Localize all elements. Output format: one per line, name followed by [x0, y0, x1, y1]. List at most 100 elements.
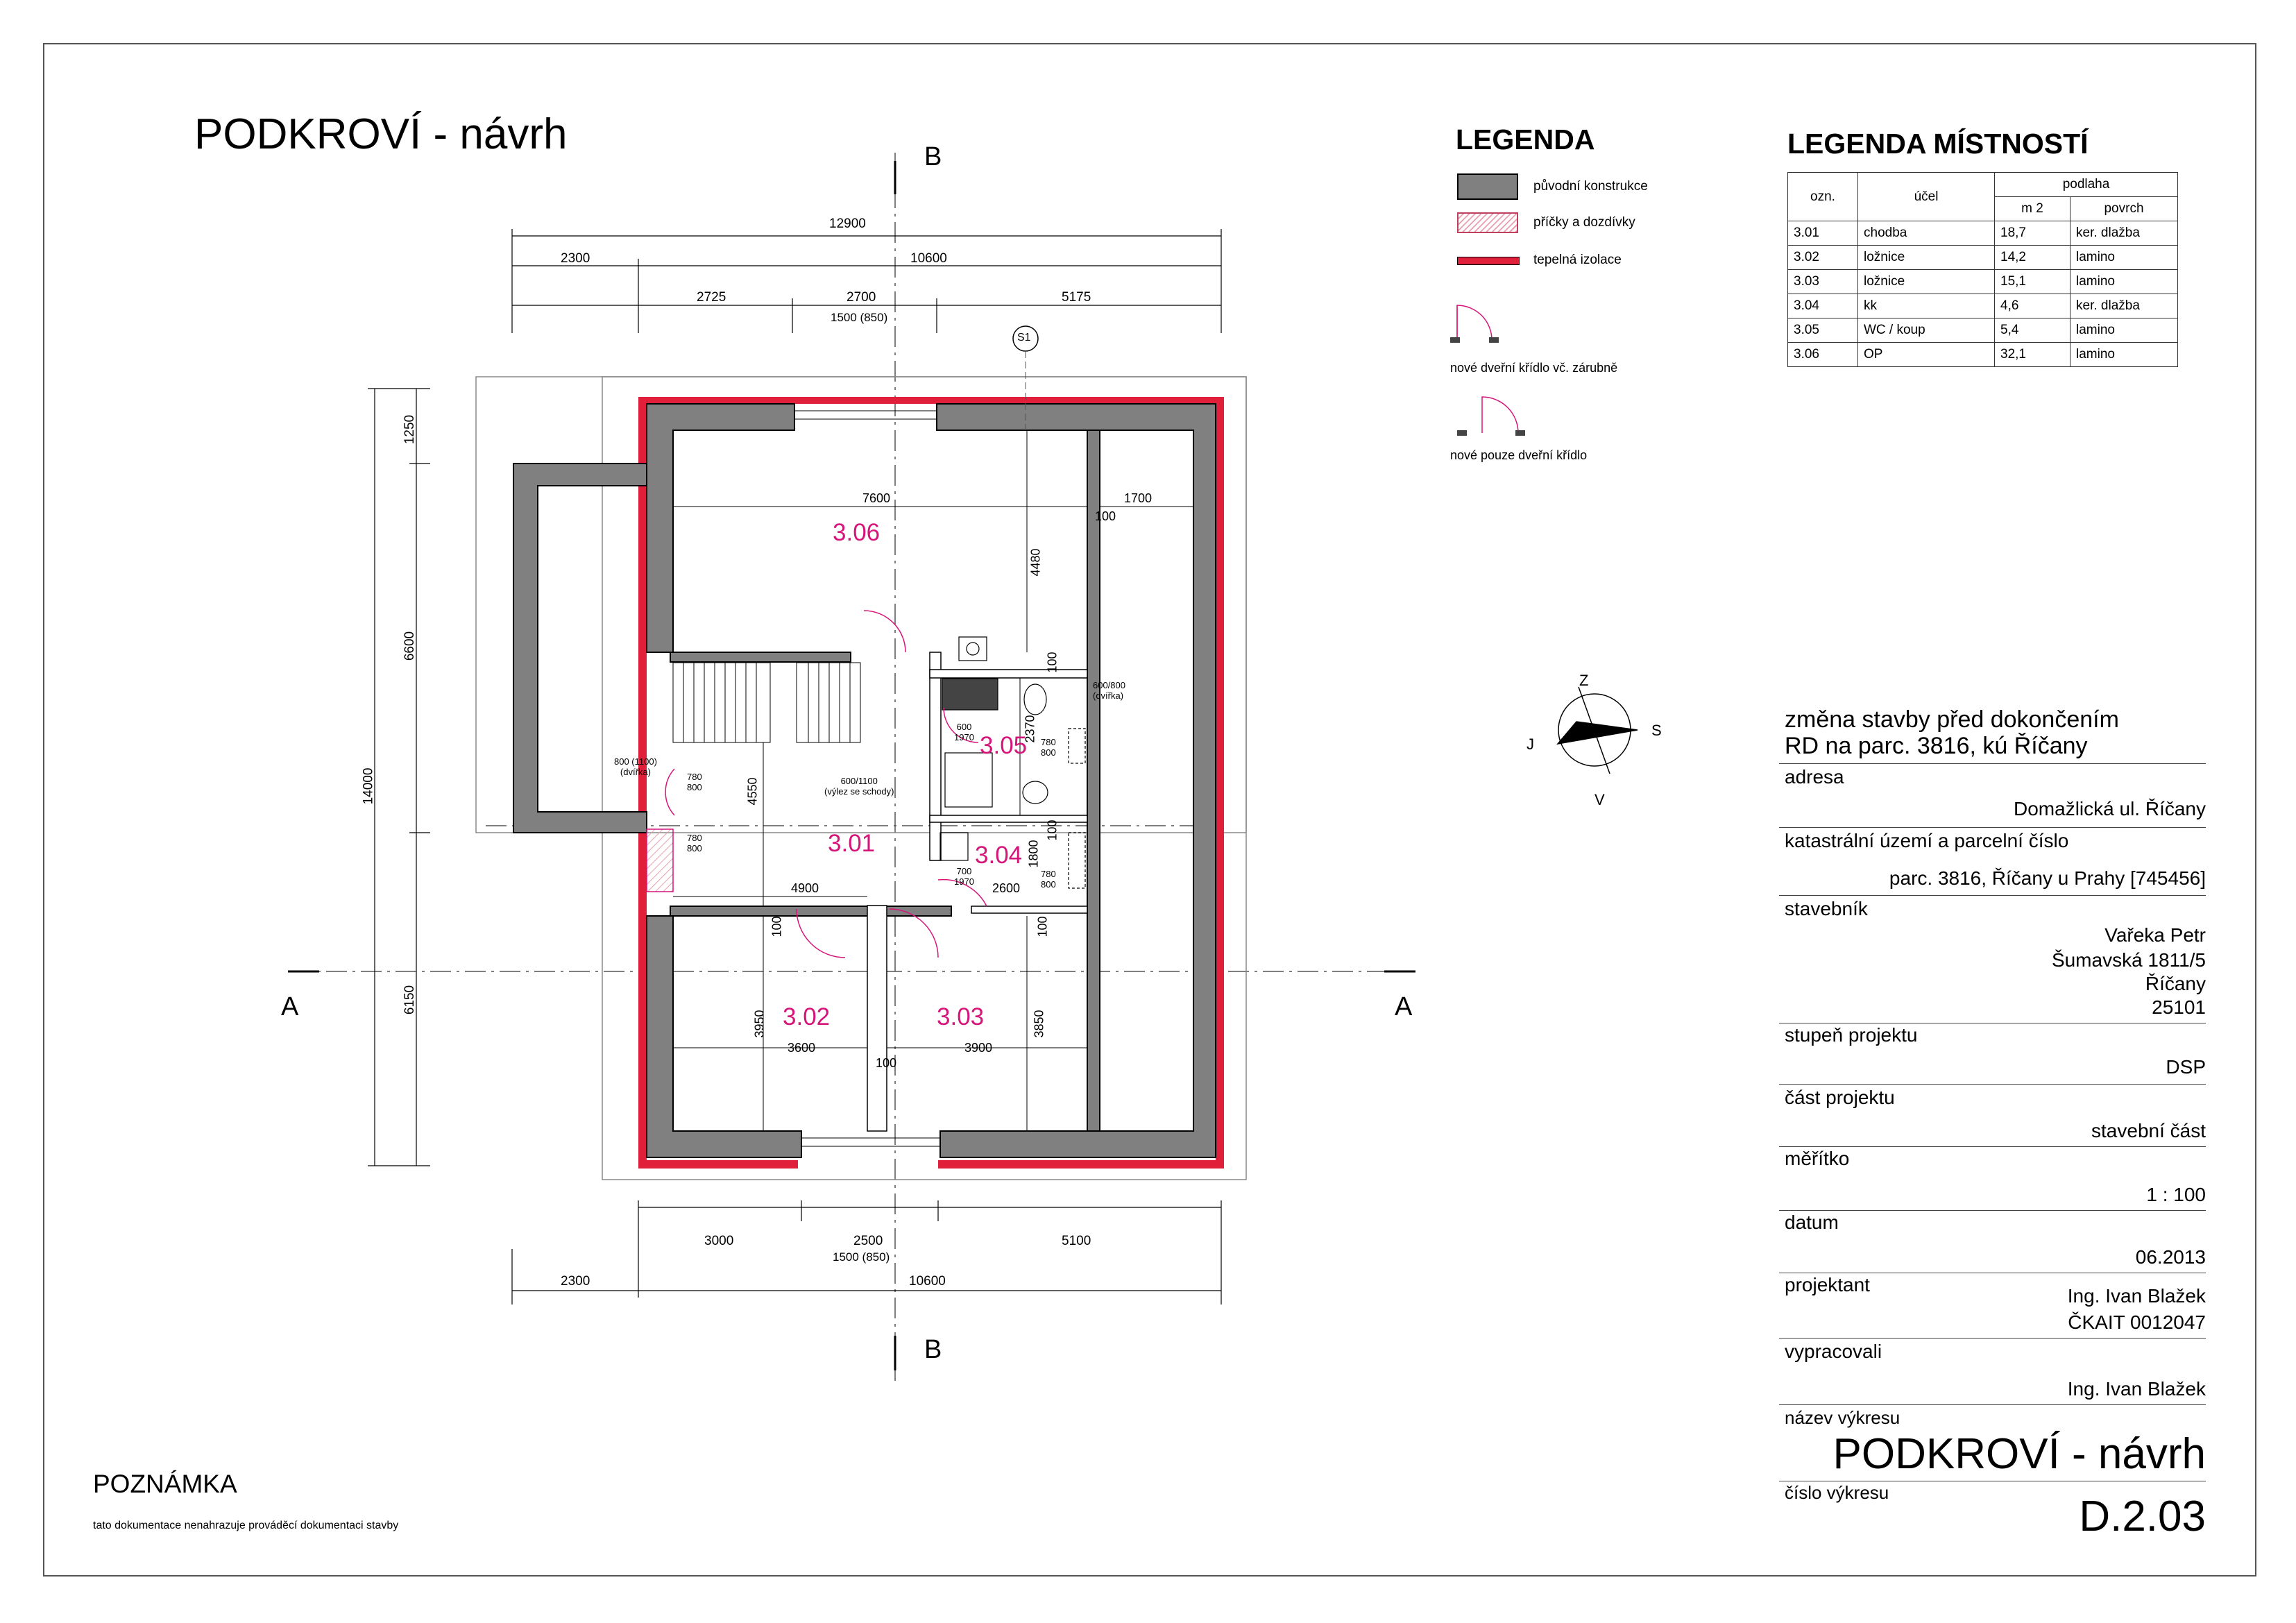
tb-stage: DSP — [2166, 1056, 2206, 1078]
compass-n: Z — [1579, 672, 1589, 689]
compass-s: V — [1595, 791, 1605, 808]
tb-scale-label: měřítko — [1785, 1148, 1850, 1169]
outer-dim-lines — [368, 229, 1222, 1305]
tb-date: 06.2013 — [2135, 1246, 2206, 1268]
partitions — [867, 652, 1088, 1132]
dim-bottom-seg1: 3000 — [704, 1234, 734, 1248]
opening-stair: 600/1100 (výlez se schody) — [824, 776, 894, 797]
dim-bottom-left: 2300 — [561, 1274, 590, 1289]
legend-swatch-original — [1457, 173, 1518, 200]
legend-swatch-insulation — [1457, 257, 1520, 265]
tb-builder-1: Vařeka Petr — [2104, 924, 2206, 946]
window-780-800-a: 780 800 — [1041, 737, 1056, 758]
col-code: ozn. — [1787, 172, 1858, 221]
inner-dim-1800: 1800 — [1026, 840, 1041, 868]
legend-label-insulation: tepelná izolace — [1533, 253, 1622, 267]
bathroom-fixtures — [939, 636, 1086, 889]
room-legend-title: LEGENDA MÍSTNOSTÍ — [1787, 128, 2089, 160]
legend-door-label-1: nové dveřní křídlo vč. zárubně — [1450, 361, 1618, 375]
tb-stage-label: stupeň projektu — [1785, 1024, 1918, 1046]
tb-address: Domažlická ul. Říčany — [2014, 798, 2206, 819]
inner-dim-100-d: 100 — [1035, 916, 1050, 937]
tb-cadastre: parc. 3816, Říčany u Prahy [745456] — [1889, 867, 2206, 889]
legend-label-original: původní konstrukce — [1533, 179, 1648, 194]
tb-part: stavební část — [2091, 1120, 2206, 1141]
inner-dim-100-a: 100 — [1045, 652, 1060, 673]
dim-top-seg1: 2725 — [697, 290, 726, 305]
inner-dim-3850: 3850 — [1032, 1010, 1046, 1038]
room-label-3-05: 3.05 — [980, 732, 1028, 759]
dim-top-main: 10600 — [910, 251, 947, 266]
tb-designer-2: ČKAIT 0012047 — [2068, 1311, 2206, 1333]
col-purpose: účel — [1857, 172, 1995, 221]
section-mark-b-top: B — [924, 142, 942, 171]
tb-builder-3: Říčany — [2145, 973, 2206, 994]
section-mark-a-left: A — [281, 992, 299, 1021]
dim-bottom-main: 10600 — [909, 1274, 946, 1289]
eaves-outline — [475, 376, 1247, 833]
dim-left-d3: 6150 — [402, 985, 418, 1015]
door-symbol-new-frame — [1456, 305, 1493, 341]
dim-left-d2: 6600 — [402, 631, 418, 661]
room-label-3-02: 3.02 — [783, 1003, 831, 1030]
insulation — [638, 397, 1224, 1169]
windows — [794, 410, 940, 1147]
inner-dim-100-b: 100 — [1045, 819, 1060, 841]
section-mark-lines — [288, 161, 1415, 1370]
door-jamb-right — [1489, 337, 1499, 343]
tb-drawing-name-label: název výkresu — [1785, 1407, 1900, 1428]
inner-dim-3900: 3900 — [964, 1041, 993, 1055]
detail-mark-s1: S1 — [1017, 332, 1031, 343]
tb-drawing-no-label: číslo výkresu — [1785, 1482, 1889, 1503]
legend-label-partitions: příčky a dozdívky — [1533, 215, 1635, 230]
dim-left-total: 14000 — [361, 767, 376, 805]
compass-w: J — [1527, 736, 1534, 753]
inner-dim-100: 100 — [1095, 509, 1116, 523]
tb-part-label: část projektu — [1785, 1087, 1895, 1108]
inner-dim-4480: 4480 — [1028, 548, 1043, 577]
dim-top-window: 1500 (850) — [831, 311, 888, 324]
original-walls — [513, 403, 1216, 1158]
inner-dim-lines — [673, 430, 1193, 1131]
room-label-3-04: 3.04 — [975, 842, 1023, 869]
inner-dim-4900: 4900 — [791, 881, 819, 895]
inner-dim-2370: 2370 — [1023, 715, 1037, 743]
tb-address-label: adresa — [1785, 766, 1844, 788]
dim-left-d1: 1250 — [402, 414, 418, 445]
inner-dim-7600: 7600 — [862, 491, 891, 505]
tb-builder-2: Šumavská 1811/5 — [2051, 949, 2206, 971]
inner-dim-2600: 2600 — [992, 881, 1021, 895]
room-label-3-06: 3.06 — [833, 519, 881, 546]
partitions-hatched — [646, 829, 674, 892]
tb-cadastre-label: katastrální území a parcelní číslo — [1785, 830, 2069, 851]
dim-top-total: 12900 — [829, 216, 866, 231]
dim-bottom-seg2: 2500 — [853, 1234, 883, 1248]
inner-dim-1700: 1700 — [1124, 491, 1153, 505]
window-780-800-b: 780 800 — [1041, 869, 1056, 890]
legend-swatch-partitions — [1457, 212, 1518, 233]
door-jamb-left — [1450, 337, 1460, 343]
dim-top-seg3: 5175 — [1062, 290, 1091, 305]
legend-title: LEGENDA — [1456, 124, 1595, 155]
dim-bottom-seg3: 5100 — [1062, 1234, 1091, 1248]
tb-drawing-name: PODKROVÍ - návrh — [1832, 1430, 2206, 1478]
door-600-1970: 600 1970 — [954, 722, 974, 742]
window-780-800-d: 780 800 — [687, 833, 702, 853]
door-arcs — [665, 610, 987, 958]
stairs — [672, 662, 861, 743]
tb-prepared-label: vypracovali — [1785, 1341, 1882, 1362]
section-mark-b-bottom: B — [924, 1335, 942, 1364]
compass-e: S — [1651, 722, 1662, 739]
tb-drawing-no: D.2.03 — [2079, 1493, 2206, 1540]
inner-dim-100-e: 100 — [876, 1056, 897, 1070]
tb-builder-4: 25101 — [2152, 996, 2206, 1018]
section-mark-a-right: A — [1395, 992, 1413, 1021]
door-700-1970: 700 1970 — [954, 866, 974, 887]
tb-date-label: datum — [1785, 1212, 1839, 1233]
room-label-3-03: 3.03 — [937, 1003, 985, 1030]
tb-builder-label: stavebník — [1785, 898, 1868, 919]
